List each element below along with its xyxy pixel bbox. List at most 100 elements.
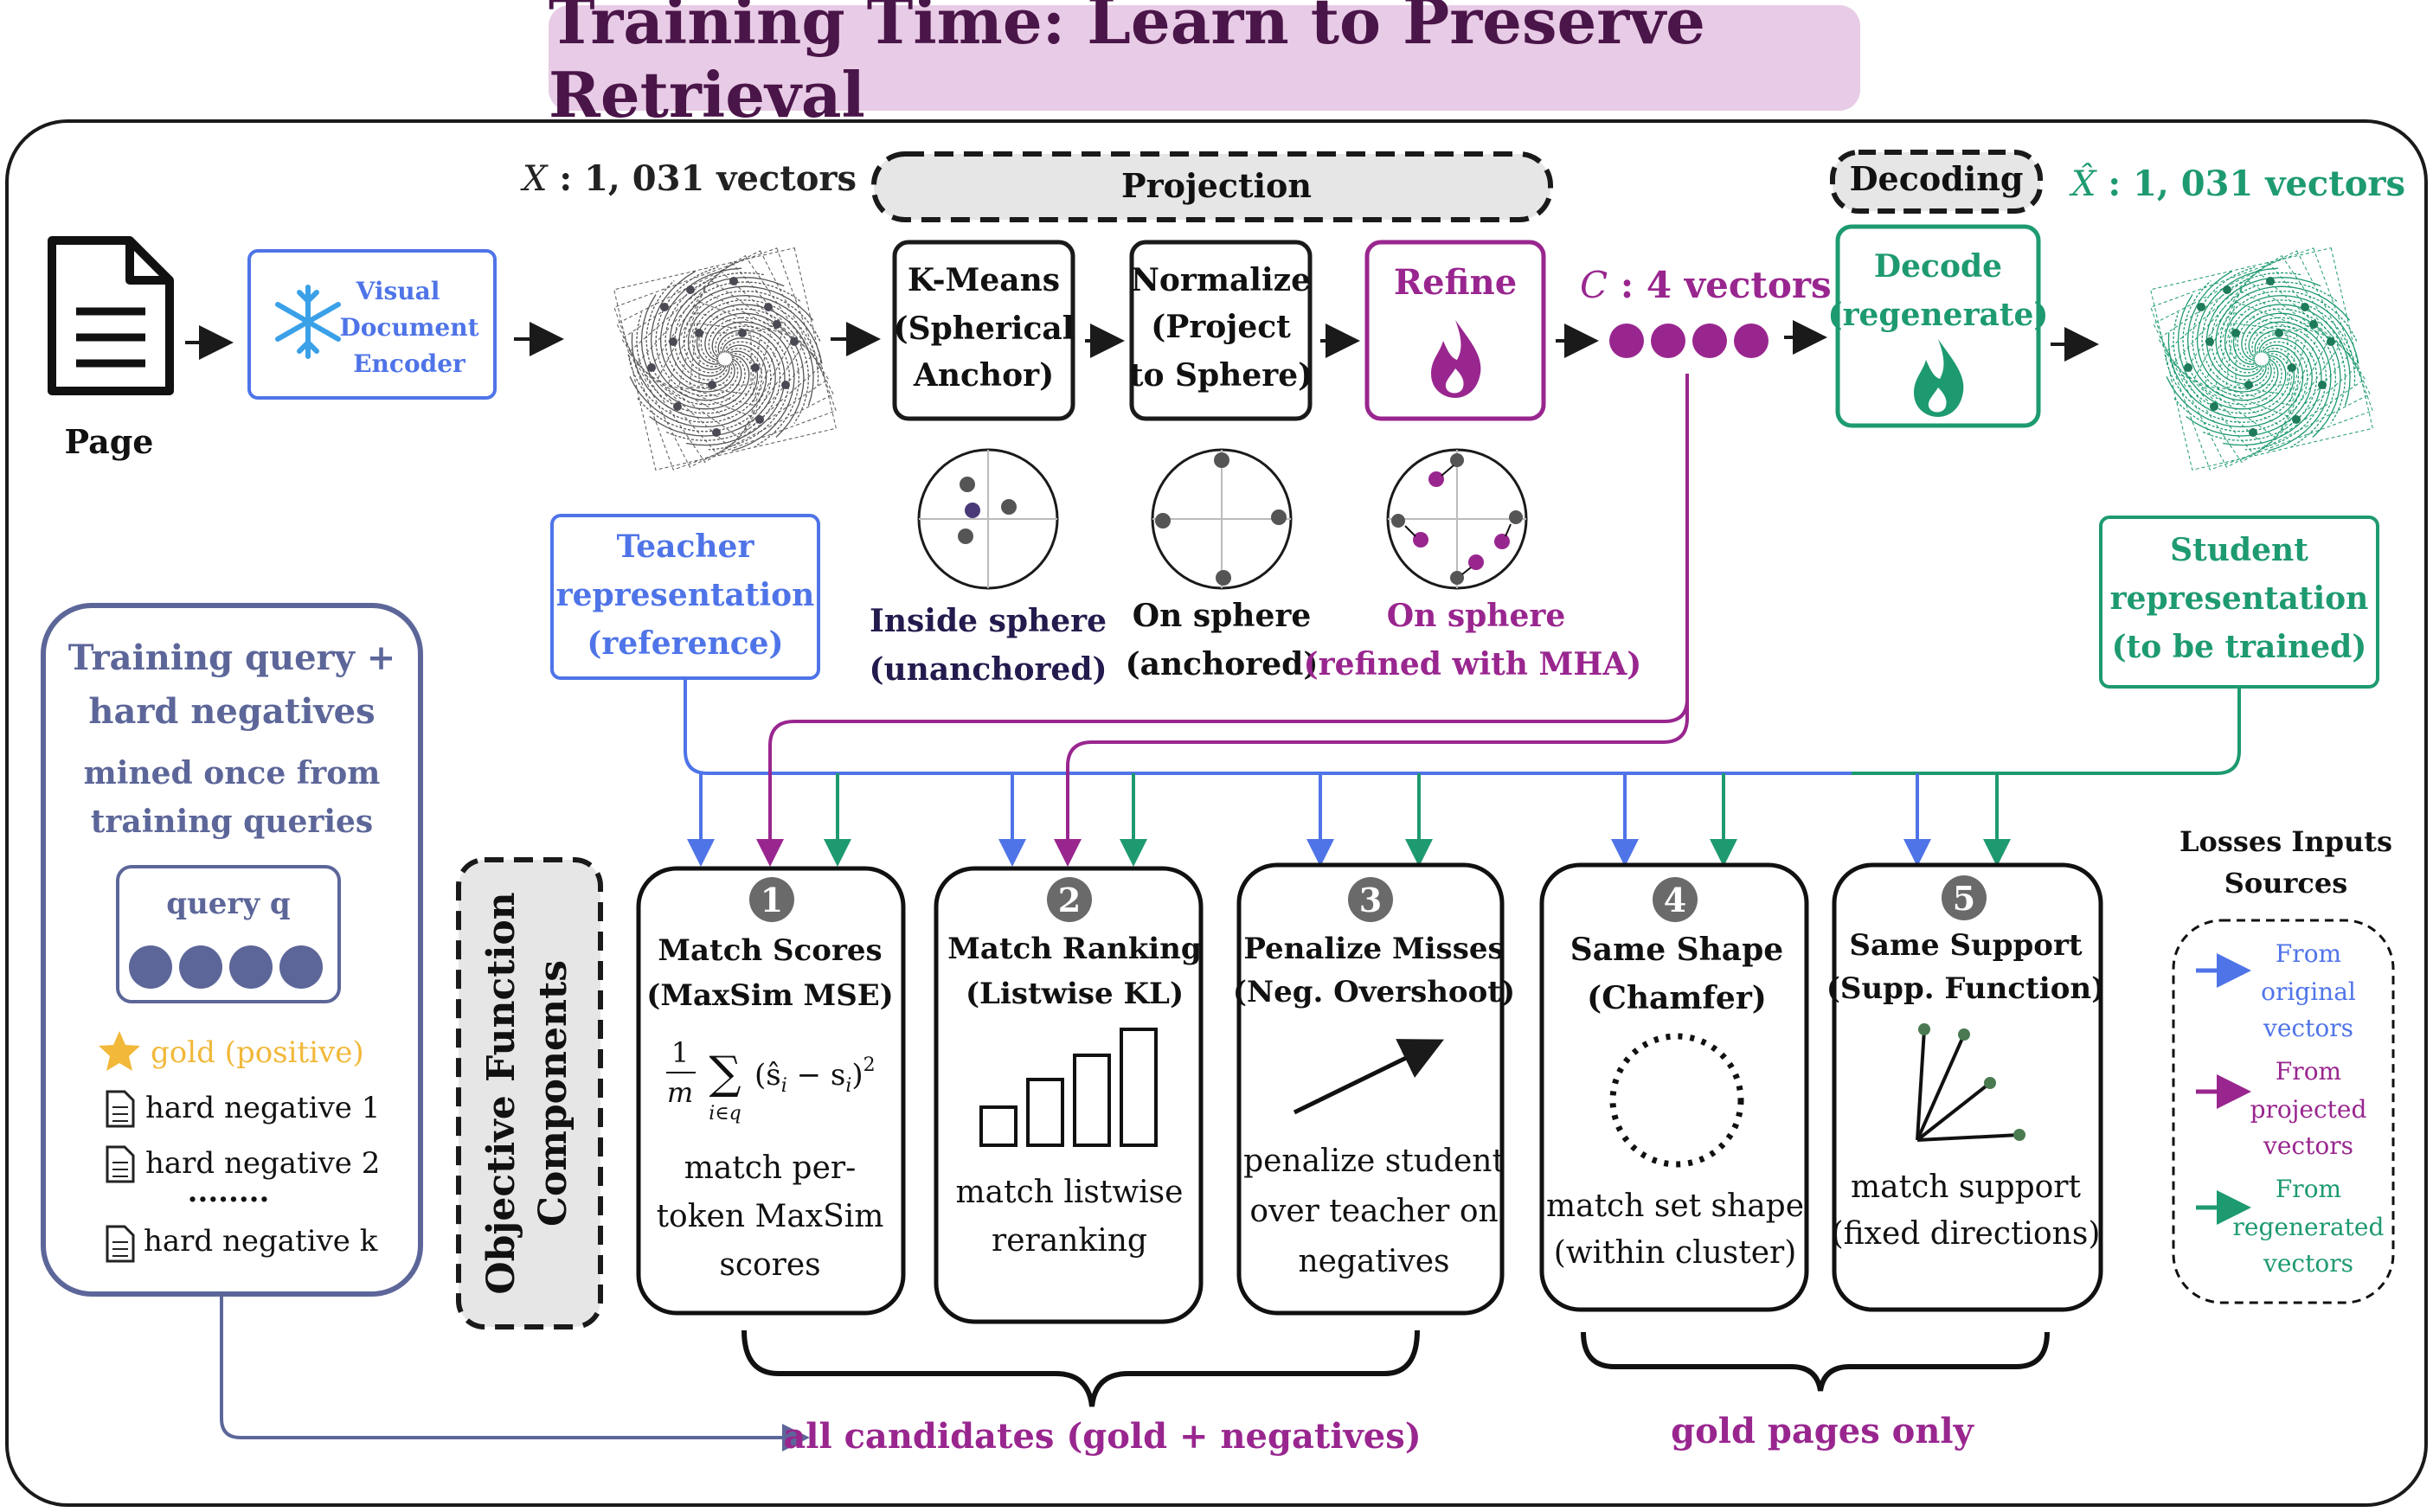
spiral-dot — [2309, 320, 2318, 329]
loss-5-desc2: (fixed directions) — [1832, 1216, 2101, 1252]
student-bus — [1852, 687, 2241, 775]
spiral-ray — [683, 290, 821, 374]
spiral-ray — [2201, 272, 2301, 388]
sphere-refined-line1: On sphere — [1387, 598, 1565, 634]
fire-icon — [1914, 339, 1964, 417]
page-icon — [48, 236, 174, 395]
legend-item3-line3: vectors — [2263, 1249, 2353, 1278]
loss-5-same-support: 5 Same Support (Supp. Function) match su… — [1826, 862, 2105, 1312]
spiral-dot — [2223, 285, 2231, 294]
legend-item1-line2: original — [2261, 977, 2356, 1006]
outer-frame — [5, 119, 2428, 1507]
hard-negative-1: hard negative 1 — [145, 1091, 380, 1125]
spiral-frame — [656, 290, 794, 428]
student-line3: (to be trained) — [2112, 629, 2367, 665]
refine-box — [1364, 240, 1546, 421]
loss-4-title1: Same Shape — [1570, 932, 1783, 968]
legend-title2: Sources — [2224, 867, 2347, 900]
svg-text:∑: ∑ — [709, 1048, 741, 1099]
spiral-frame — [620, 254, 830, 464]
title-banner: Training Time: Learn to Preserve Retriev… — [549, 0, 1860, 131]
brace-gold-only — [1581, 1331, 2050, 1392]
spiral-dot — [2301, 303, 2309, 311]
legend-item3-line2: regenerated — [2233, 1213, 2385, 1241]
hard-negative-2: hard negative 2 — [145, 1146, 380, 1181]
spiral-dot — [2184, 363, 2192, 372]
ellipsis-dots: ········ — [188, 1182, 270, 1217]
spiral-ray — [700, 308, 810, 424]
spiral-ray — [2173, 311, 2291, 414]
xhat-vectors-label: X̂ : 1, 031 vectors — [2069, 163, 2405, 204]
x-vectors-label: X : 1, 031 vectors — [520, 158, 857, 199]
student-line1: Student — [2170, 532, 2308, 568]
spiral-ray — [708, 317, 800, 447]
loss-3-title2: (Neg. Overshoot) — [1233, 975, 1515, 1009]
spiral-ray — [2186, 271, 2279, 401]
support-rays-icon — [1916, 1028, 2020, 1142]
spiral-ray — [664, 272, 764, 388]
kmeans-box — [892, 240, 1075, 421]
xhat-embedding-spiral — [2150, 247, 2373, 471]
spiral-ray — [2205, 277, 2321, 385]
spiral-dot — [2231, 329, 2240, 337]
sphere-anchored-line1: On sphere — [1133, 598, 1311, 634]
spiral-ray — [2177, 294, 2287, 410]
loss-3-desc3: negatives — [1298, 1244, 1449, 1279]
query-label: query q — [166, 887, 290, 921]
teacher-line1: Teacher — [617, 529, 755, 565]
spiral-ray — [669, 277, 785, 385]
spiral-frame — [645, 279, 805, 439]
spiral-ray — [2228, 299, 2356, 386]
spiral-frame — [2204, 301, 2320, 417]
spiral-dot — [686, 285, 695, 294]
loss-2-desc1: match listwise — [956, 1175, 1184, 1210]
query-to-candidates-arrow — [220, 1294, 810, 1451]
teacher-line2: representation — [556, 577, 815, 613]
loss-5-number: 5 — [1953, 879, 1975, 918]
spiral-dot — [2318, 381, 2327, 389]
loss-3-title1: Penalize Misses — [1243, 932, 1504, 966]
star-icon — [99, 1031, 140, 1071]
spiral-dot — [729, 277, 738, 285]
loss-1-title1: Match Scores — [658, 933, 882, 968]
spiral-ray — [645, 280, 746, 406]
spiral-frame — [636, 270, 814, 448]
spiral-dot — [2327, 337, 2335, 346]
query-panel-line2: hard negatives — [88, 691, 375, 732]
hard-negative-k: hard negative k — [144, 1224, 378, 1259]
document-icon — [106, 1225, 135, 1263]
spiral-ray — [2202, 333, 2318, 441]
spiral-ray — [665, 333, 781, 441]
objective-line2: Components — [531, 960, 575, 1227]
spiral-ray — [686, 330, 786, 446]
loss-1-number: 1 — [761, 881, 783, 919]
spiral-ray — [2166, 344, 2304, 428]
loss-4-desc2: (within cluster) — [1554, 1235, 1797, 1271]
spiral-ray — [687, 295, 823, 370]
spiral-ray — [659, 267, 742, 393]
decoding-header — [1830, 150, 2043, 214]
legend-item1-line3: vectors — [2263, 1014, 2353, 1042]
sphere-inside-line1: Inside sphere — [870, 603, 1107, 639]
query-token-dots — [129, 945, 323, 989]
spiral-dot — [660, 303, 669, 311]
spiral-ray — [2237, 308, 2346, 424]
loss-5-title2: (Supp. Function) — [1826, 971, 2105, 1006]
spiral-frame — [2173, 270, 2351, 448]
spiral-ray — [708, 325, 791, 451]
spiral-ray — [629, 344, 767, 428]
encoder-line2: Document — [339, 313, 478, 342]
spiral-ray — [2219, 290, 2358, 374]
spiral-dot — [2292, 415, 2301, 424]
normalize-box — [1129, 240, 1313, 421]
sphere-anchored-line2: (anchored) — [1126, 646, 1319, 682]
spiral-ray — [2244, 317, 2337, 447]
encoder-line1: Visual — [356, 277, 440, 305]
spiral-frame — [2157, 254, 2366, 464]
loss-4-number: 4 — [1664, 881, 1686, 919]
refine-label: Refine — [1394, 262, 1517, 303]
projection-header — [871, 151, 1553, 222]
legend-item2-line1: From — [2276, 1057, 2341, 1086]
spiral-dot — [2266, 277, 2275, 285]
spiral-ray — [678, 285, 814, 377]
